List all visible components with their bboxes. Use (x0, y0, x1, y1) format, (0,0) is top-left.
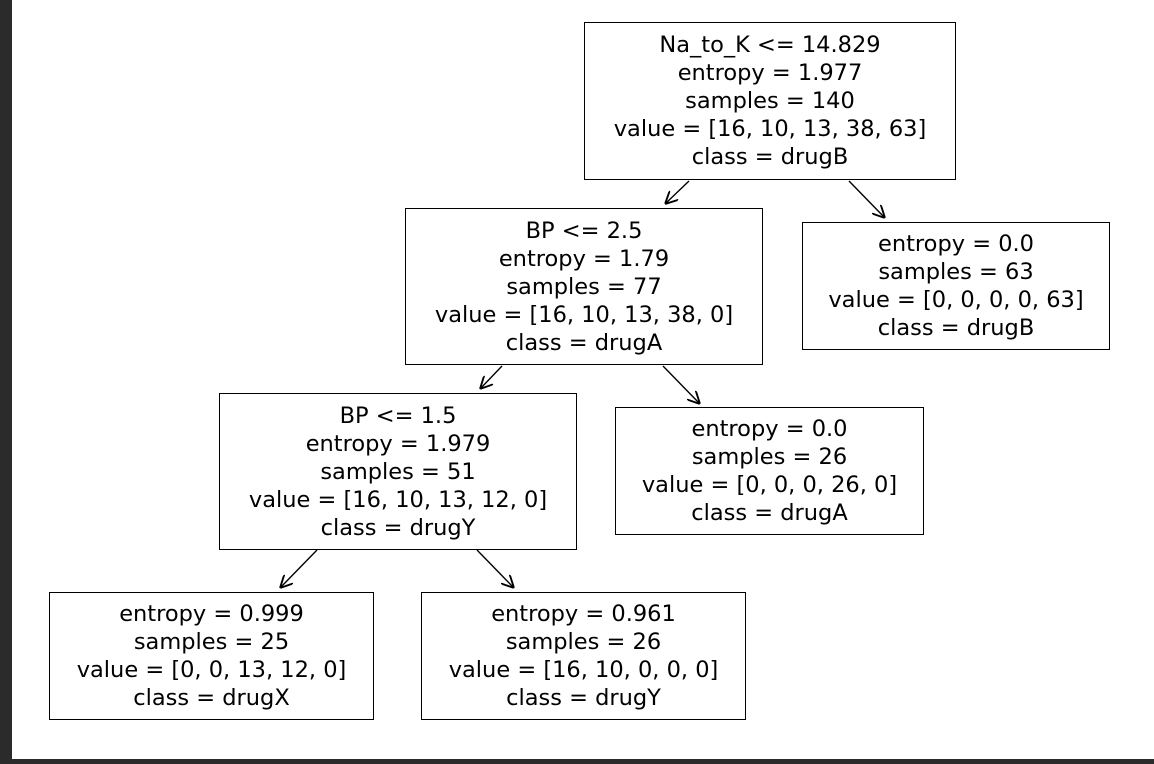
node-entropy: entropy = 0.961 (491, 601, 676, 627)
tree-leaf-drugB: entropy = 0.0 samples = 63 value = [0, 0… (802, 222, 1110, 350)
tree-leaf-drugY: entropy = 0.961 samples = 26 value = [16… (421, 592, 746, 720)
node-samples: samples = 77 (506, 273, 662, 300)
tree-node-root: Na_to_K <= 14.829 entropy = 1.977 sample… (584, 22, 956, 180)
decision-tree-diagram: Na_to_K <= 14.829 entropy = 1.977 sample… (12, 0, 1154, 759)
node-value: value = [0, 0, 13, 12, 0] (76, 657, 347, 683)
tree-leaf-drugA: entropy = 0.0 samples = 26 value = [0, 0… (615, 407, 924, 535)
edge-n3-n6 (476, 549, 514, 588)
node-samples: samples = 63 (878, 259, 1034, 285)
node-entropy: entropy = 0.0 (878, 231, 1034, 257)
tree-leaf-drugX: entropy = 0.999 samples = 25 value = [0,… (49, 592, 374, 720)
node-value: value = [16, 10, 0, 0, 0] (448, 657, 719, 683)
edge-n3-n5 (280, 549, 318, 588)
node-value: value = [0, 0, 0, 26, 0] (641, 472, 898, 498)
node-class: class = drugY (320, 514, 476, 541)
node-class: class = drugY (506, 685, 661, 711)
node-value: value = [16, 10, 13, 38, 0] (434, 301, 734, 328)
node-samples: samples = 25 (133, 629, 290, 655)
node-class: class = drugX (133, 685, 290, 711)
tree-node-bp-2-5: BP <= 2.5 entropy = 1.79 samples = 77 va… (405, 208, 763, 365)
node-samples: samples = 51 (320, 458, 476, 485)
node-value: value = [0, 0, 0, 0, 63] (828, 287, 1084, 313)
node-entropy: entropy = 1.979 (305, 430, 491, 457)
edge-n1-n4 (662, 365, 700, 404)
node-entropy: entropy = 0.999 (119, 601, 304, 627)
node-samples: samples = 26 (505, 629, 662, 655)
node-entropy: entropy = 1.977 (677, 60, 863, 86)
node-samples: samples = 140 (685, 88, 855, 114)
node-samples: samples = 26 (691, 444, 848, 470)
edge-root-n1 (665, 180, 690, 204)
node-entropy: entropy = 1.79 (498, 245, 670, 272)
tree-edges (12, 180, 1154, 759)
node-condition: BP <= 1.5 (339, 402, 457, 429)
node-class: class = drugB (877, 315, 1035, 341)
node-class: class = drugB (691, 144, 849, 170)
edge-root-n2 (848, 180, 885, 218)
node-value: value = [16, 10, 13, 12, 0] (248, 486, 548, 513)
node-condition: BP <= 2.5 (525, 217, 643, 244)
node-value: value = [16, 10, 13, 38, 63] (613, 116, 927, 142)
tree-node-bp-1-5: BP <= 1.5 entropy = 1.979 samples = 51 v… (219, 393, 577, 550)
edge-n1-n3 (480, 365, 503, 389)
node-class: class = drugA (505, 329, 663, 356)
node-class: class = drugA (691, 500, 848, 526)
node-condition: Na_to_K <= 14.829 (659, 32, 881, 58)
node-entropy: entropy = 0.0 (691, 416, 848, 442)
